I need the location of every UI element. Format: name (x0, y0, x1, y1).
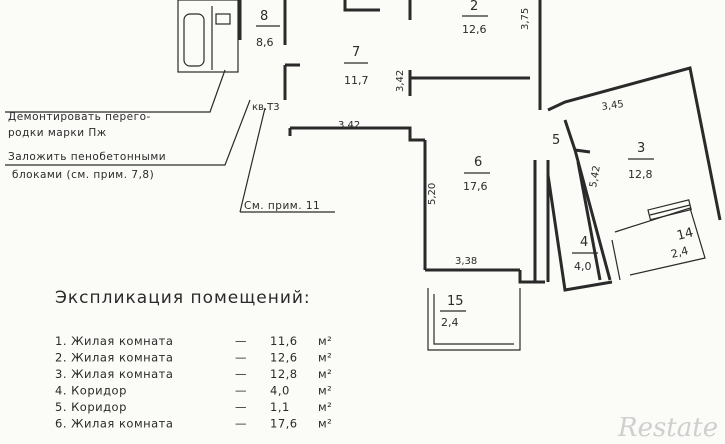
legend-item-value: 4,0 (270, 384, 290, 398)
legend-item-value: 11,6 (270, 334, 298, 348)
legend-item-value: 1,1 (270, 400, 290, 414)
room-4-number: 4 (580, 235, 588, 250)
dimension-label: 3,45 (601, 99, 625, 113)
legend-item-dash: — (235, 334, 247, 348)
room-15-number: 15 (447, 294, 464, 309)
legend-item-dash: — (235, 351, 247, 365)
note-brick-line2: блоками (см. прим. 7,8) (12, 169, 154, 181)
legend-item-value: 17,6 (270, 417, 298, 431)
legend-item-unit: м² (318, 417, 332, 431)
legend-item-value: 12,8 (270, 367, 298, 381)
dimension-label: 3,42 (395, 70, 406, 92)
bathroom-fixture (177, 0, 239, 73)
room-14-number: 14 (675, 225, 695, 244)
walls (238, 0, 722, 351)
room-6-number: 6 (474, 155, 482, 170)
room-3-area: 12,8 (628, 168, 653, 181)
dimension-label: 5,20 (427, 183, 438, 205)
legend-item-dash: — (235, 367, 247, 381)
legend-item-value: 12,6 (270, 351, 298, 365)
room-6-area: 17,6 (463, 180, 488, 193)
room-3-number: 3 (637, 141, 645, 156)
room-8-area: 8,6 (256, 36, 274, 49)
legend-item-unit: м² (318, 334, 332, 348)
legend-item-unit: м² (318, 367, 332, 381)
legend-title: Экспликация помещений: (55, 288, 311, 308)
dimension-label: 3,42 (338, 120, 360, 131)
legend-item-dash: — (235, 384, 247, 398)
legend-item-name: 4. Коридор (55, 384, 127, 398)
note-demolish-line1: Демонтировать перего- (8, 111, 151, 123)
room-2-number: 2 (470, 0, 478, 14)
room-7-number: 7 (352, 45, 360, 60)
legend-item-name: 5. Коридор (55, 400, 127, 414)
dimension-label: 3,38 (455, 256, 477, 267)
note-demolish-line2: родки марки Пж (8, 127, 107, 139)
note-see-11: См. прим. 11 (244, 200, 320, 212)
legend-item-name: 6. Жилая комната (55, 417, 173, 431)
room-5-number: 5 (552, 133, 560, 148)
legend-item-unit: м² (318, 400, 332, 414)
room-4-area: 4,0 (574, 260, 592, 273)
legend-item-name: 2. Жилая комната (55, 351, 173, 365)
legend-item-dash: — (235, 400, 247, 414)
room-15-area: 2,4 (441, 316, 459, 329)
dimension-label: кв.Т3 (252, 102, 280, 113)
legend-item-dash: — (235, 417, 247, 431)
note-leaders (5, 69, 335, 213)
watermark: Restate (617, 413, 718, 443)
legend-list: 1. Жилая комната — 11,6 м² 2. Жилая комната —… (55, 334, 332, 431)
room-7-area: 11,7 (344, 74, 369, 87)
room-2-area: 12,6 (462, 23, 487, 36)
note-brick-line1: Заложить пенобетонными (8, 151, 166, 163)
room-14-area: 2,4 (670, 244, 690, 261)
legend-item-unit: м² (318, 384, 332, 398)
legend-item-name: 3. Жилая комната (55, 367, 173, 381)
legend-item-name: 1. Жилая комната (55, 334, 173, 348)
dimension-label: 5,42 (588, 165, 603, 189)
legend-item-unit: м² (318, 351, 332, 365)
room-8-number: 8 (260, 9, 268, 24)
dimension-label: 3,75 (520, 8, 531, 30)
